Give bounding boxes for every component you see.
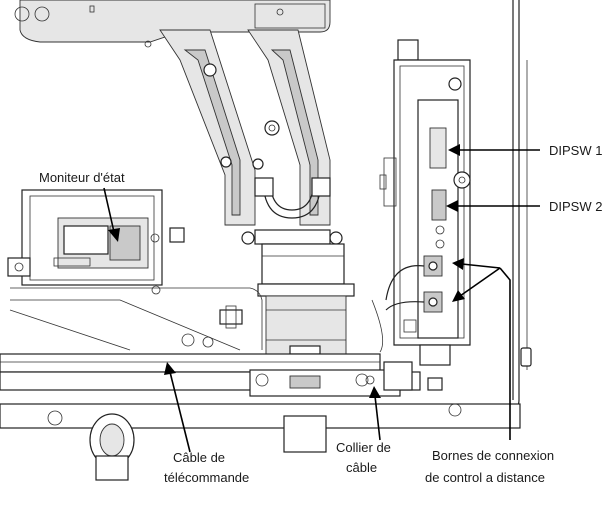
motor-column [257,243,355,355]
label-moniteur-etat: Moniteur d'état [39,170,125,185]
label-collier-line1: Collier de [336,440,391,455]
cable-leader [169,371,191,453]
bornes-leader [499,267,511,440]
status-monitor-box [7,189,185,295]
label-dipsw1: DIPSW 1 [549,143,602,158]
leader-lines [103,144,540,453]
lower-panels [0,287,421,397]
bottom-pipes [0,403,521,481]
cable-duct [159,29,343,245]
label-collier-line2: câble [346,460,377,475]
moniteur-leader [103,187,115,233]
label-cable-line1: Câble de [173,450,225,465]
label-bornes-line1: Bornes de connexion [432,448,554,463]
collier-leader [374,395,381,441]
label-bornes-line2: de control a distance [425,470,545,485]
label-cable-line2: télécommande [164,470,249,485]
label-dipsw2: DIPSW 2 [549,199,602,214]
electrical-box [371,39,471,391]
